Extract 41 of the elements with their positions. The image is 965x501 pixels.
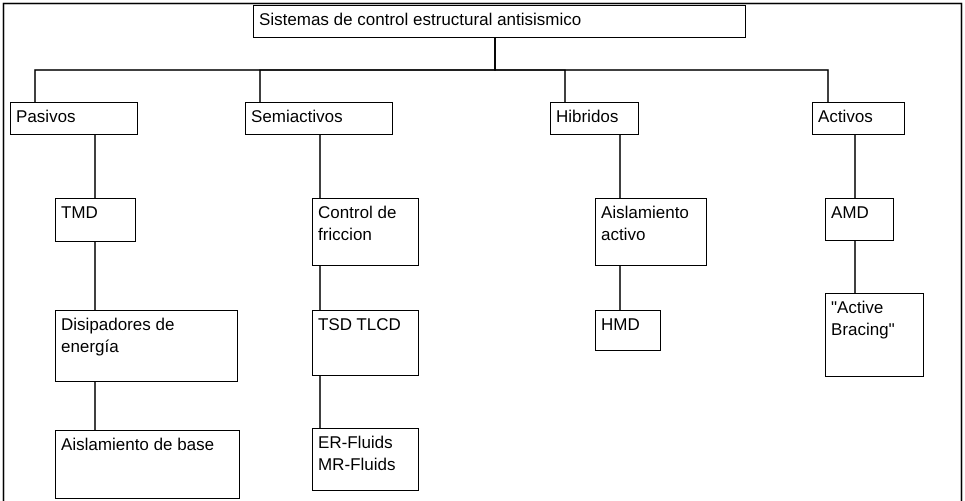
box-label: Sistemas de control estructural antisismico [259,9,582,31]
category-box [245,102,393,135]
category-box [550,102,639,135]
connector-line [94,242,96,310]
box-label: "Active Bracing" [831,297,896,341]
connector-line [319,135,321,198]
box-label: TMD [61,202,99,224]
connector-line [319,376,321,428]
category-box [312,310,419,376]
box-label: Aislamiento activo [601,202,690,246]
category-box [55,198,136,242]
box-label: Activos [818,106,874,128]
category-box [595,310,661,351]
category-box [55,430,240,499]
connector-line [494,38,829,102]
connector-line [94,135,96,198]
box-label: Pasivos [16,106,77,128]
category-box [595,198,707,266]
category-box [55,310,238,382]
connector-line [854,241,856,293]
root-box [253,5,746,38]
category-box [10,102,138,135]
category-box [825,293,924,377]
connector-line [619,266,621,310]
box-label: TSD TLCD [318,314,402,336]
box-label: Aislamiento de base [61,434,216,456]
category-box [312,198,419,266]
box-label: AMD [831,202,870,224]
category-box [812,102,905,135]
connector-line [319,266,321,310]
connector-line [854,135,856,198]
box-label: Hibridos [556,106,620,128]
box-label: Control de friccion [318,202,398,246]
connector-line [619,135,621,198]
box-label: Semiactivos [251,106,344,128]
box-label: ER-Fluids MR-Fluids [318,432,396,476]
box-label: Disipadores de energía [61,314,176,358]
category-box [312,428,419,491]
connector-line [94,382,96,430]
box-label: HMD [601,314,641,336]
category-box [825,198,894,241]
